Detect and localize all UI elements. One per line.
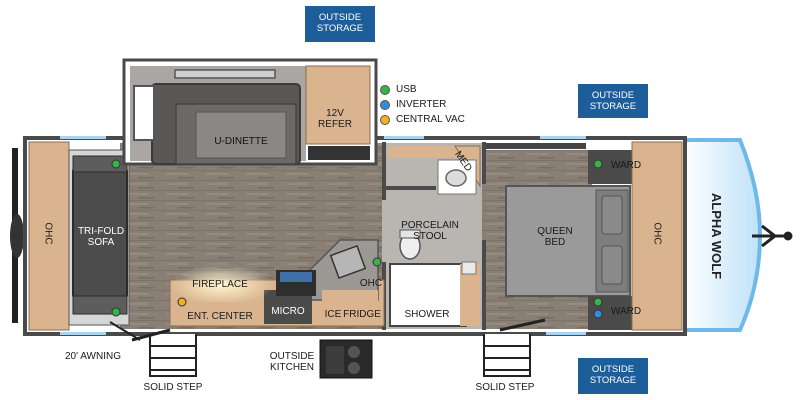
label-step-right: SOLID STEP: [475, 382, 535, 393]
legend-inverter: INVERTER: [380, 97, 465, 112]
central-vac-outlet: [177, 297, 187, 307]
legend-central-vac: CENTRAL VAC: [380, 112, 465, 127]
slide-window: [174, 69, 276, 79]
stove-top: [280, 272, 312, 282]
label-outside-kitchen: OUTSIDE KITCHEN: [269, 351, 315, 373]
ice-fridge: [322, 290, 378, 324]
spare-tire: [10, 214, 24, 258]
windows: [60, 136, 586, 335]
label-ice: ICE: [324, 309, 342, 320]
label-dinette: U-DINETTE: [214, 136, 268, 147]
label-fridge: FRIDGE: [343, 309, 381, 320]
solid-step-right: [483, 318, 546, 377]
label-bed: QUEEN BED: [537, 226, 573, 248]
label-shower: SHOWER: [404, 309, 450, 320]
label-ohc-rear: OHC: [42, 222, 54, 245]
outside-storage-top: OUTSIDE STORAGE: [305, 6, 375, 42]
label-ohc-front: OHC: [651, 222, 663, 245]
label-refer: 12V REFER: [318, 108, 352, 130]
outside-storage-right-top: OUTSIDE STORAGE: [578, 84, 648, 118]
legend: USB INVERTER CENTRAL VAC: [380, 82, 465, 127]
bedroom-wall-strip: [486, 143, 586, 149]
awning-line: [109, 321, 141, 341]
label-sofa: TRI-FOLD SOFA: [77, 226, 125, 248]
label-ward-bottom: WARD: [610, 306, 642, 317]
inverter-dot-icon: [380, 99, 390, 110]
label-ohc-kitchen: OHC: [359, 278, 383, 289]
label-step-left: SOLID STEP: [143, 382, 203, 393]
usb-dot-icon: [380, 84, 390, 95]
usb-outlets: [111, 159, 603, 317]
label-awning: 20' AWNING: [65, 351, 121, 362]
label-ward-top: WARD: [610, 160, 642, 171]
outside-storage-right-bottom: OUTSIDE STORAGE: [578, 358, 648, 394]
ent-center: [176, 302, 260, 324]
label-stool: PORCELAIN STOOL: [401, 220, 459, 242]
label-micro: MICRO: [271, 306, 305, 317]
fireplace-glow: [170, 265, 274, 305]
refer-cabinet: [305, 65, 371, 145]
kitchen-sink: [329, 244, 367, 280]
hitch-icon: [752, 224, 793, 248]
front-cabinet: [631, 141, 683, 331]
legend-usb: USB: [380, 82, 465, 97]
inverter-outlet: [593, 309, 603, 319]
label-ent-center: ENT. CENTER: [187, 311, 253, 322]
brand-logo: ALPHA WOLF: [709, 193, 724, 279]
shower: [389, 263, 467, 327]
rear-cabinet: [28, 141, 70, 331]
label-fireplace: FIREPLACE: [192, 279, 248, 290]
refer-counter: [308, 146, 370, 160]
central-vac-dot-icon: [380, 114, 390, 125]
solid-step-left: [131, 328, 197, 377]
